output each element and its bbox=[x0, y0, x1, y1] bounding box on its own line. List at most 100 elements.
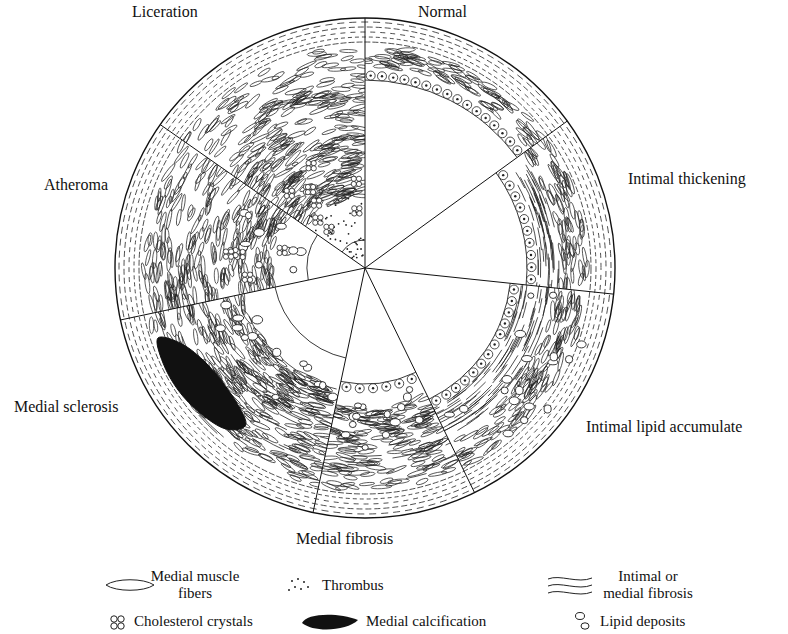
muscle-fiber bbox=[238, 281, 244, 299]
muscle-fiber bbox=[274, 167, 293, 179]
fibrosis-line bbox=[533, 188, 538, 200]
muscle-fiber bbox=[170, 323, 177, 337]
muscle-fiber bbox=[423, 439, 441, 452]
endothelial-cell bbox=[469, 368, 478, 377]
endothelial-cell bbox=[460, 376, 469, 385]
muscle-fiber bbox=[160, 163, 176, 183]
endothelial-cell bbox=[527, 275, 536, 284]
muscle-fiber bbox=[302, 139, 320, 154]
fibrosis-line bbox=[325, 411, 342, 415]
muscle-fiber bbox=[282, 97, 300, 111]
muscle-fiber bbox=[566, 218, 575, 233]
cell-nucleus bbox=[369, 74, 371, 76]
muscle-fiber bbox=[565, 294, 574, 312]
lipid-deposit bbox=[252, 316, 263, 324]
fibrosis-line bbox=[344, 441, 356, 442]
wall-sector bbox=[496, 133, 590, 316]
cholesterol-crystal bbox=[242, 277, 247, 282]
endothelial-cell bbox=[490, 121, 499, 130]
muscle-fiber bbox=[156, 211, 163, 225]
fibrosis-line bbox=[348, 464, 368, 466]
fibrosis-line bbox=[530, 308, 533, 320]
muscle-fiber bbox=[487, 421, 505, 436]
cholesterol-crystal bbox=[318, 220, 323, 225]
cholesterol-crystal bbox=[352, 206, 357, 211]
lipid-deposit bbox=[577, 341, 586, 348]
muscle-fiber bbox=[308, 100, 328, 107]
muscle-fiber bbox=[522, 137, 536, 150]
fibrosis-line bbox=[289, 472, 322, 481]
cholesterol-crystal bbox=[351, 181, 356, 186]
cholesterol-crystal bbox=[282, 245, 287, 250]
cell-nucleus bbox=[381, 75, 383, 77]
thrombus-dot bbox=[351, 225, 353, 227]
muscle-fiber bbox=[321, 481, 342, 492]
cholesterol-crystal bbox=[240, 249, 245, 254]
muscle-fiber bbox=[274, 426, 290, 439]
fibrosis-line bbox=[531, 198, 536, 211]
fibrosis-line bbox=[466, 382, 486, 400]
muscle-fiber bbox=[359, 482, 375, 486]
thrombus-dot bbox=[355, 212, 357, 214]
muscle-fiber bbox=[521, 111, 535, 122]
lumen-edge bbox=[342, 240, 365, 252]
fibrosis-line bbox=[422, 456, 452, 467]
cell-body bbox=[443, 89, 452, 98]
cell-nucleus bbox=[508, 184, 510, 186]
muscle-fiber bbox=[190, 254, 193, 271]
cell-nucleus bbox=[455, 387, 457, 389]
cell-nucleus bbox=[499, 333, 501, 335]
cholesterol-crystal bbox=[351, 176, 356, 181]
muscle-fiber bbox=[250, 338, 268, 354]
muscle-fiber bbox=[250, 387, 262, 398]
lipid-deposit bbox=[255, 261, 262, 268]
muscle-fiber bbox=[294, 118, 307, 126]
muscle-fiber bbox=[272, 143, 290, 157]
endothelial-cell bbox=[498, 129, 507, 138]
muscle-fiber bbox=[250, 369, 263, 382]
muscle-fiber bbox=[529, 377, 542, 390]
muscle-fiber bbox=[273, 216, 288, 235]
lipid-deposit bbox=[444, 412, 454, 417]
lipid-deposit bbox=[576, 613, 585, 620]
muscle-fiber bbox=[149, 317, 154, 334]
muscle-fiber bbox=[412, 455, 431, 463]
muscle-fiber bbox=[373, 64, 389, 68]
cholesterol-crystal bbox=[311, 166, 316, 171]
muscle-fiber bbox=[244, 428, 258, 438]
fibrosis-line bbox=[545, 198, 554, 228]
muscle-fiber bbox=[197, 242, 205, 257]
cell-body bbox=[472, 107, 481, 116]
muscle-fiber bbox=[574, 242, 580, 255]
fibrosis-line bbox=[267, 419, 279, 426]
muscle-fiber bbox=[251, 192, 260, 205]
muscle-fiber bbox=[300, 409, 316, 418]
muscle-fiber bbox=[269, 236, 277, 250]
thrombus-dot bbox=[335, 204, 337, 206]
muscle-fiber bbox=[342, 182, 361, 190]
muscle-fiber bbox=[329, 462, 348, 469]
lipid-deposit bbox=[289, 247, 298, 254]
cell-body bbox=[505, 181, 514, 190]
lumen-edge bbox=[496, 173, 527, 285]
fibrosis-line bbox=[511, 325, 524, 353]
cholesterol-crystal bbox=[240, 254, 245, 259]
muscle-fiber bbox=[255, 408, 271, 418]
lipid-deposit bbox=[501, 387, 508, 394]
cell-nucleus bbox=[436, 88, 438, 90]
fibrosis-line bbox=[537, 298, 547, 335]
lumen-edge bbox=[365, 80, 517, 157]
fibrosis-line bbox=[480, 399, 491, 408]
lipid-deposit bbox=[254, 229, 264, 237]
cholesterol-crystal bbox=[284, 188, 289, 193]
muscle-fiber bbox=[193, 328, 199, 345]
cholesterol-crystal bbox=[324, 229, 329, 234]
thrombus-dot bbox=[360, 248, 362, 250]
cholesterol-crystal bbox=[317, 203, 322, 208]
muscle-fiber bbox=[252, 118, 269, 137]
muscle-fiber bbox=[572, 236, 577, 251]
muscle-fiber bbox=[475, 424, 490, 436]
cell-body bbox=[504, 308, 513, 317]
cell-nucleus bbox=[504, 322, 506, 324]
muscle-fiber bbox=[185, 263, 191, 280]
